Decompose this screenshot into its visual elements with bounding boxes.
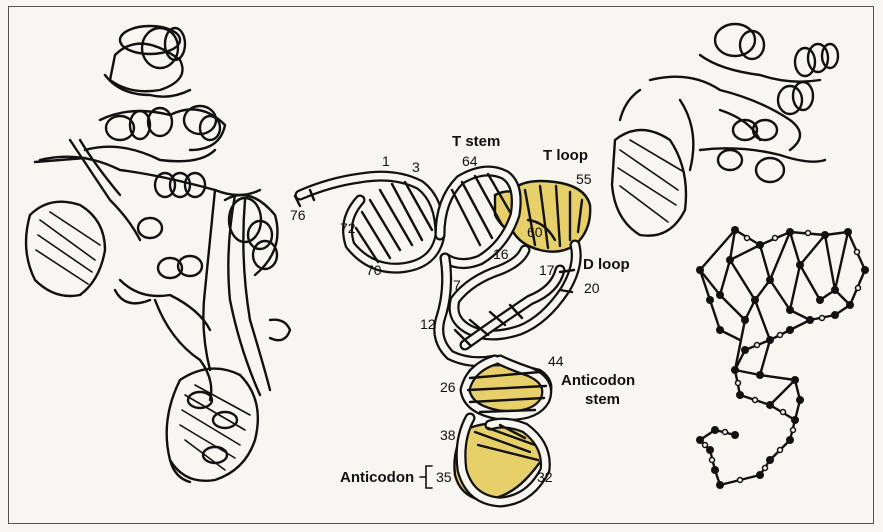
label-n70: 70 bbox=[366, 262, 382, 278]
label-n26: 26 bbox=[440, 379, 456, 395]
label-n60: 60 bbox=[527, 224, 543, 240]
label-d-loop: D loop bbox=[583, 256, 630, 273]
label-n44: 44 bbox=[548, 353, 564, 369]
left-beta-sheet bbox=[26, 140, 140, 296]
left-helix-top bbox=[105, 26, 190, 97]
label-anticodon: Anticodon bbox=[340, 469, 414, 486]
label-n3: 3 bbox=[412, 159, 420, 175]
right-helix-top bbox=[650, 24, 838, 150]
backbone-small-atoms bbox=[703, 231, 861, 483]
right-ribbon-structure bbox=[612, 24, 869, 489]
left-ribbon-structure bbox=[26, 26, 290, 482]
left-helix-small-middle bbox=[115, 218, 210, 330]
label-n35: 35 bbox=[436, 469, 452, 485]
left-helix-middle bbox=[35, 157, 260, 197]
label-n17: 17 bbox=[539, 262, 555, 278]
trna-structure: 1 3 T stem 64 T loop 55 76 72 70 60 16 D… bbox=[290, 133, 635, 502]
label-anticodon-stem-2: stem bbox=[585, 391, 620, 408]
label-n20: 20 bbox=[584, 280, 600, 296]
anticodon-bracket bbox=[420, 466, 432, 488]
label-n1: 1 bbox=[382, 153, 390, 169]
label-n72: 72 bbox=[340, 220, 356, 236]
right-backbone-chain bbox=[696, 226, 869, 489]
label-n32: 32 bbox=[537, 469, 553, 485]
label-n16: 16 bbox=[493, 246, 509, 262]
label-anticodon-stem-1: Anticodon bbox=[561, 372, 635, 389]
acceptor-stem bbox=[295, 176, 440, 268]
label-n55: 55 bbox=[576, 171, 592, 187]
label-t-loop: T loop bbox=[543, 147, 588, 164]
right-beta-sheet bbox=[612, 90, 693, 236]
left-helix-upper-middle bbox=[85, 106, 225, 161]
label-n64: 64 bbox=[462, 153, 478, 169]
label-n7: 7 bbox=[453, 277, 461, 293]
label-n38: 38 bbox=[440, 427, 456, 443]
right-helix-middle bbox=[700, 120, 825, 182]
label-n76: 76 bbox=[290, 207, 306, 223]
left-bottom-domain bbox=[167, 369, 258, 482]
label-n12: 12 bbox=[420, 316, 436, 332]
label-t-stem: T stem bbox=[452, 133, 500, 150]
